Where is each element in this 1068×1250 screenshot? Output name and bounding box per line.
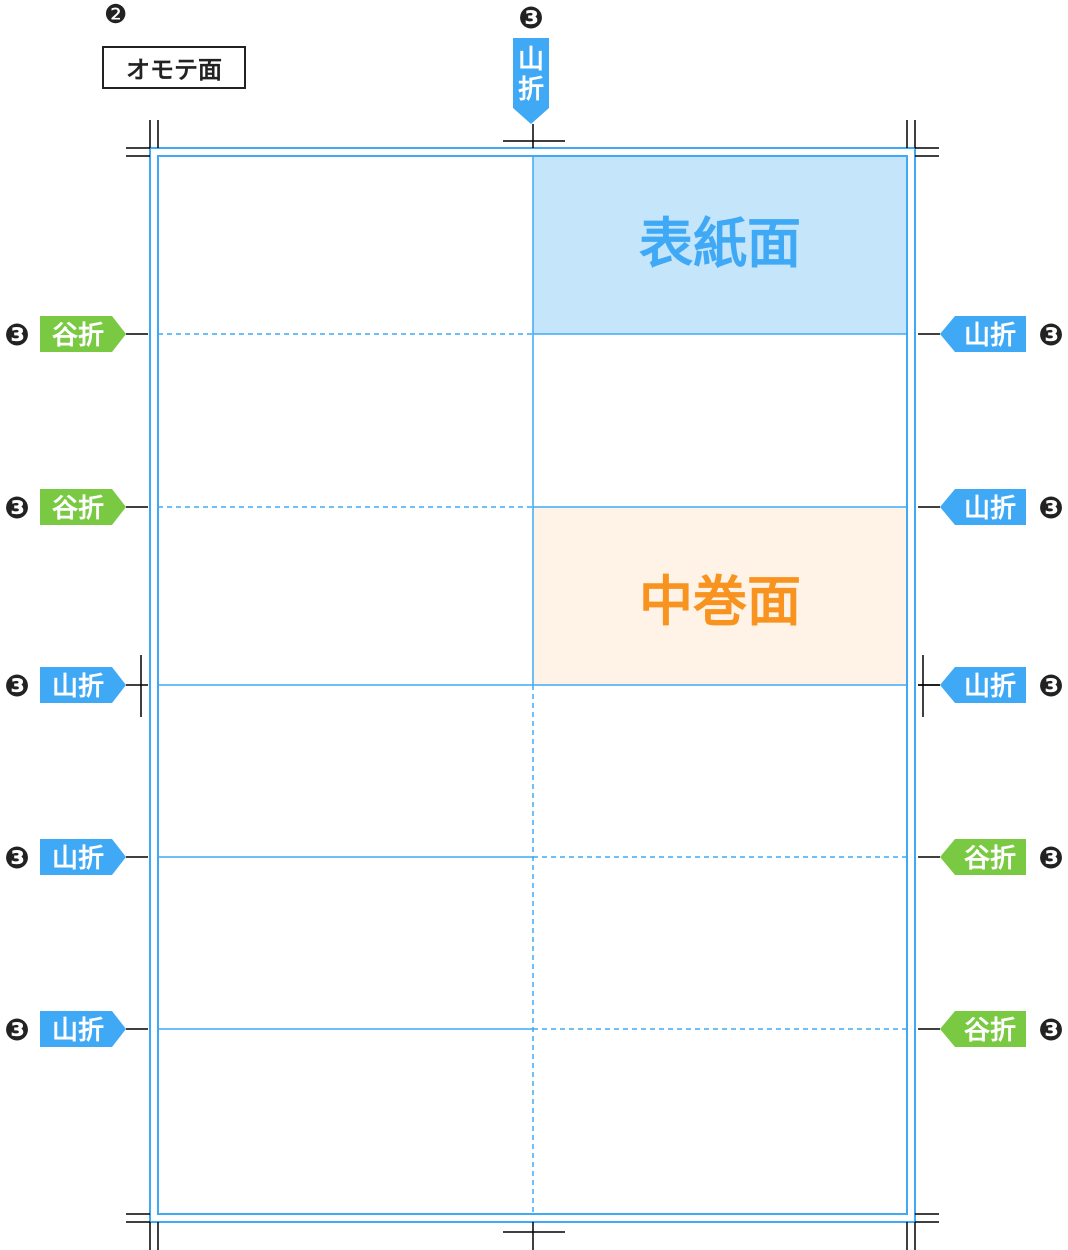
step-number: ❸ — [4, 491, 29, 526]
step-number: ❸ — [4, 318, 29, 353]
step-number: ❸ — [1038, 669, 1063, 704]
fold-tag-label-char: 山 — [518, 45, 544, 75]
fold-tag-label: 山折 — [52, 672, 104, 702]
valley-fold-tag — [40, 489, 126, 525]
mountain-fold-tag — [940, 316, 1026, 352]
fold-tag-label: 山折 — [964, 321, 1016, 351]
fold-tag-label: 山折 — [964, 672, 1016, 702]
mountain-fold-tag-top — [513, 38, 549, 124]
valley-fold-tag — [940, 1011, 1026, 1047]
valley-fold-tag — [940, 839, 1026, 875]
step-number: ❸ — [4, 841, 29, 876]
fold-tag-label: 谷折 — [964, 844, 1016, 874]
step-number: ❸ — [1038, 491, 1063, 526]
fold-tag-label: 山折 — [52, 844, 104, 874]
step-number: ❸ — [4, 669, 29, 704]
mountain-fold-tag — [40, 667, 126, 703]
step-number: ❸ — [518, 1, 543, 36]
step-number: ❸ — [1038, 841, 1063, 876]
fold-tag-label: 谷折 — [52, 494, 104, 524]
fold-tag-label: 谷折 — [52, 321, 104, 351]
fold-tag-label: 谷折 — [964, 1016, 1016, 1046]
mountain-fold-tag — [40, 1011, 126, 1047]
middle-panel — [533, 507, 907, 685]
mountain-fold-tag — [940, 489, 1026, 525]
step-number: ❸ — [1038, 318, 1063, 353]
side-step-number: ❷ — [104, 0, 128, 30]
side-label-box: オモテ面 — [102, 46, 246, 89]
cover-panel-label: 表紙面 — [639, 212, 801, 275]
middle-panel-label: 中巻面 — [639, 570, 801, 633]
step-number: ❸ — [1038, 1013, 1063, 1048]
mountain-fold-tag — [940, 667, 1026, 703]
fold-tag-label: 山折 — [52, 1016, 104, 1046]
step-number: ❸ — [4, 1013, 29, 1048]
cover-panel — [533, 156, 907, 334]
fold-tag-label: 山折 — [964, 494, 1016, 524]
fold-tag-label-char: 折 — [518, 75, 544, 105]
mountain-fold-tag — [40, 839, 126, 875]
valley-fold-tag — [40, 316, 126, 352]
